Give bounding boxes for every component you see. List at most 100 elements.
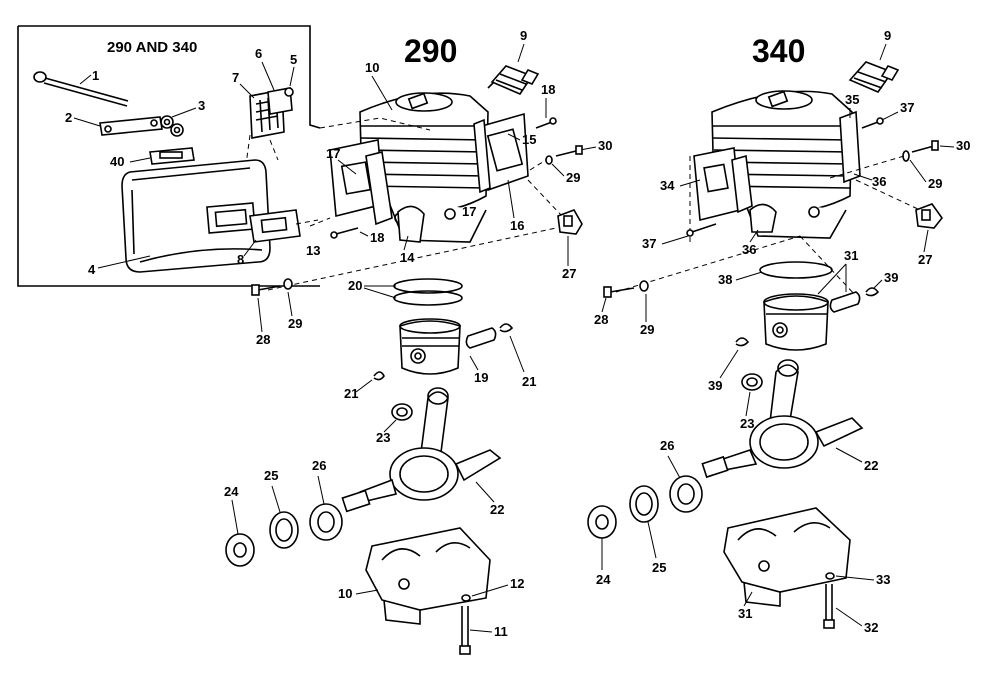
label-25-340: 25 (652, 560, 666, 575)
part-40-plate (149, 147, 195, 165)
label-8: 8 (237, 252, 244, 267)
label-16-290: 16 (510, 218, 524, 233)
label-26-340: 26 (660, 438, 674, 453)
part-28-bolt-340 (603, 286, 635, 298)
label-31b-340: 31 (738, 606, 752, 621)
model-340-title: 340 (752, 33, 805, 69)
part-11-bolt-290 (459, 606, 471, 655)
label-30-290: 30 (598, 138, 612, 153)
label-30-340: 30 (956, 138, 970, 153)
label-21a-290: 21 (344, 386, 358, 401)
part-28-bolt-290 (251, 284, 281, 296)
label-32-340: 32 (864, 620, 878, 635)
part-10-crankcase-290 (365, 527, 491, 625)
part-30-bolt-290 (555, 145, 583, 157)
part-21-clip-b-290 (499, 323, 514, 333)
label-7: 7 (232, 70, 239, 85)
model-290-title: 290 (404, 33, 457, 69)
part-24-ring-290 (225, 533, 255, 567)
part-17-gasket-290 (329, 139, 393, 226)
part-29b-washer-340 (639, 280, 649, 292)
label-24-340: 24 (596, 572, 611, 587)
part-20-rings-290 (393, 278, 463, 306)
part-4-muffler (121, 159, 271, 273)
label-4: 4 (88, 262, 96, 277)
part-36-plate-340 (749, 203, 777, 233)
label-36a-340: 36 (872, 174, 886, 189)
part-29b-washer-290 (283, 278, 293, 290)
label-29b-290: 29 (288, 316, 302, 331)
part-pin-340 (829, 291, 861, 313)
part-37-screw-top-340 (861, 117, 884, 129)
label-21b-290: 21 (522, 374, 536, 389)
label-22-340: 22 (864, 458, 878, 473)
part-39-clip-b-340 (735, 337, 750, 347)
label-34-340: 34 (660, 178, 675, 193)
label-19-290: 19 (474, 370, 488, 385)
part-9-spark-plug-290 (487, 65, 540, 95)
label-39a-340: 39 (884, 270, 898, 285)
label-3: 3 (198, 98, 205, 113)
model-340-assembly: 340 9 35 (587, 28, 970, 635)
label-36b-340: 36 (742, 242, 756, 257)
part-38-ring-340 (759, 261, 833, 279)
label-12-290: 12 (510, 576, 524, 591)
part-9-spark-plug-340 (848, 61, 900, 93)
label-17b-290: 17 (462, 204, 476, 219)
label-33-340: 33 (876, 572, 890, 587)
part-3-nuts (160, 115, 184, 137)
label-28-340: 28 (594, 312, 608, 327)
part-24-ring-340 (587, 505, 617, 539)
label-23-340: 23 (740, 416, 754, 431)
part-12-washer-290 (461, 594, 471, 602)
label-1: 1 (92, 68, 99, 83)
part-30-bolt-340 (911, 140, 939, 153)
label-17a-290: 17 (326, 146, 340, 161)
label-24-290: 24 (224, 484, 239, 499)
part-25-seal-340 (629, 485, 659, 523)
label-39b-340: 39 (708, 378, 722, 393)
part-5-screw (284, 87, 294, 97)
label-35-340: 35 (845, 92, 859, 107)
label-37-340: 37 (900, 100, 914, 115)
part-18-screw-bottom-290 (330, 227, 359, 239)
part-pin-290 (465, 327, 497, 349)
label-29b-340: 29 (640, 322, 654, 337)
inset-title: 290 AND 340 (107, 39, 197, 56)
label-9-340: 9 (884, 28, 891, 43)
part-2-strap (99, 116, 163, 136)
label-40: 40 (110, 154, 124, 169)
part-35-intake-340 (839, 110, 861, 184)
label-10b-290: 10 (338, 586, 352, 601)
part-26-bearing-340 (669, 475, 703, 513)
part-26-bearing-290 (309, 503, 343, 541)
label-37b-340: 37 (642, 236, 656, 251)
part-19-piston-290 (399, 318, 461, 375)
part-22-crankshaft-290 (341, 387, 502, 513)
label-15-290: 15 (522, 132, 536, 147)
part-1-bolt (33, 71, 129, 107)
label-5: 5 (290, 52, 297, 67)
part-37-screw-bottom-340 (686, 223, 717, 237)
part-22-crankshaft-340 (701, 359, 864, 479)
label-25-290: 25 (264, 468, 278, 483)
label-13: 13 (306, 243, 320, 258)
label-10-290: 10 (365, 60, 379, 75)
part-16-intake-290 (473, 112, 529, 194)
label-2: 2 (65, 110, 72, 125)
part-31-crankcase-340 (723, 507, 851, 607)
label-38-340: 38 (718, 272, 732, 287)
part-10-cylinder-290 (359, 92, 489, 243)
part-27-block-340 (915, 203, 944, 229)
part-31-piston-340 (763, 293, 829, 351)
label-20-290: 20 (348, 278, 362, 293)
label-18-top-290: 18 (541, 82, 555, 97)
part-32-bolt-340 (823, 584, 835, 629)
label-14-290: 14 (400, 250, 415, 265)
part-25-seal-290 (269, 511, 299, 549)
part-14-plate-290 (397, 205, 425, 243)
part-21-clip-a-290 (373, 371, 385, 381)
part-8-gasket (249, 209, 301, 243)
label-11-290: 11 (494, 624, 508, 639)
